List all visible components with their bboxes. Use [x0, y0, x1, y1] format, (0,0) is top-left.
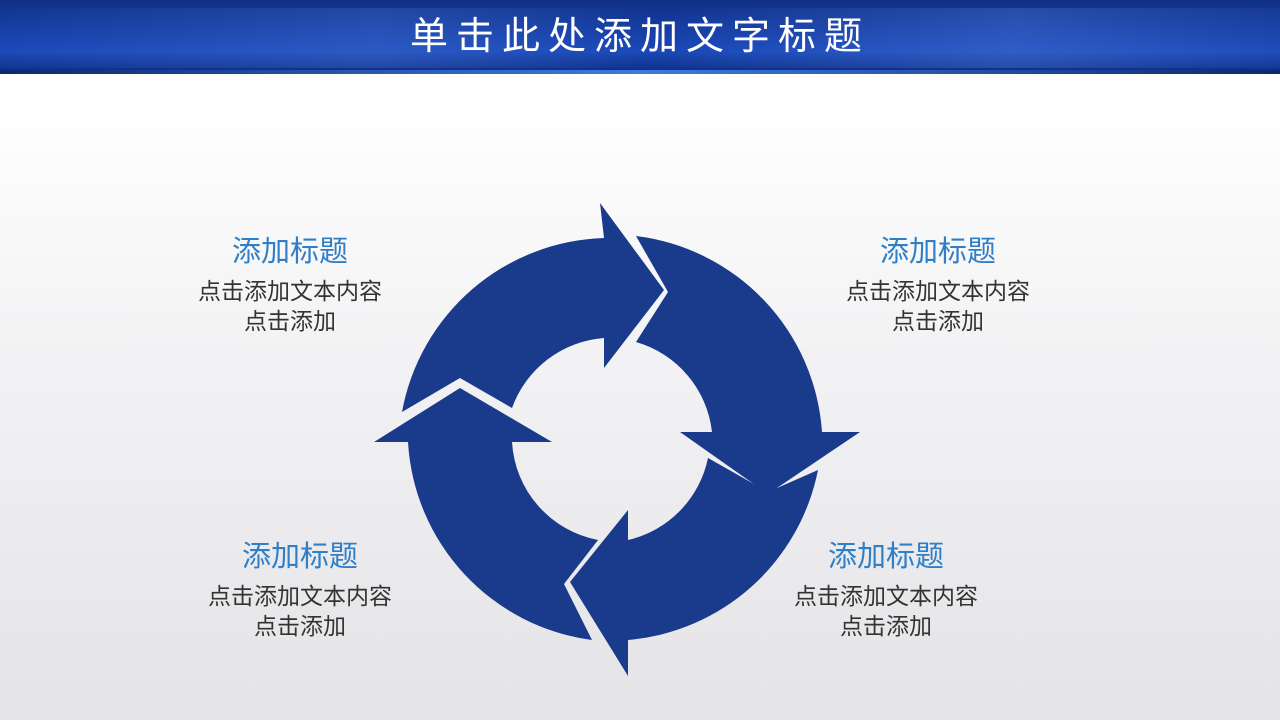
quadrant-bottom-right: 添加标题 点击添加文本内容点击添加 — [766, 538, 1006, 642]
quadrant-body[interactable]: 点击添加文本内容点击添加 — [198, 279, 382, 335]
cycle-arrow-bottom[interactable] — [570, 458, 818, 676]
cycle-arrow-left[interactable] — [374, 388, 598, 640]
cycle-arrow-right[interactable] — [636, 236, 860, 494]
quadrant-body[interactable]: 点击添加文本内容点击添加 — [846, 279, 1030, 335]
page-title[interactable]: 单击此处添加文字标题 — [409, 14, 870, 58]
header-banner — [0, 0, 1280, 74]
quadrant-heading[interactable]: 添加标题 — [231, 234, 348, 268]
quadrant-heading[interactable]: 添加标题 — [827, 539, 944, 573]
quadrant-heading[interactable]: 添加标题 — [241, 539, 358, 573]
quadrant-top-left: 添加标题 点击添加文本内容点击添加 — [170, 233, 410, 337]
cycle-arrow-top[interactable] — [402, 203, 664, 412]
header-accent-line — [0, 70, 1280, 74]
quadrant-body[interactable]: 点击添加文本内容点击添加 — [794, 584, 978, 640]
quadrant-bottom-left: 添加标题 点击添加文本内容点击添加 — [180, 538, 420, 642]
quadrant-body[interactable]: 点击添加文本内容点击添加 — [208, 584, 392, 640]
quadrant-heading[interactable]: 添加标题 — [879, 234, 996, 268]
quadrant-top-right: 添加标题 点击添加文本内容点击添加 — [818, 233, 1058, 337]
